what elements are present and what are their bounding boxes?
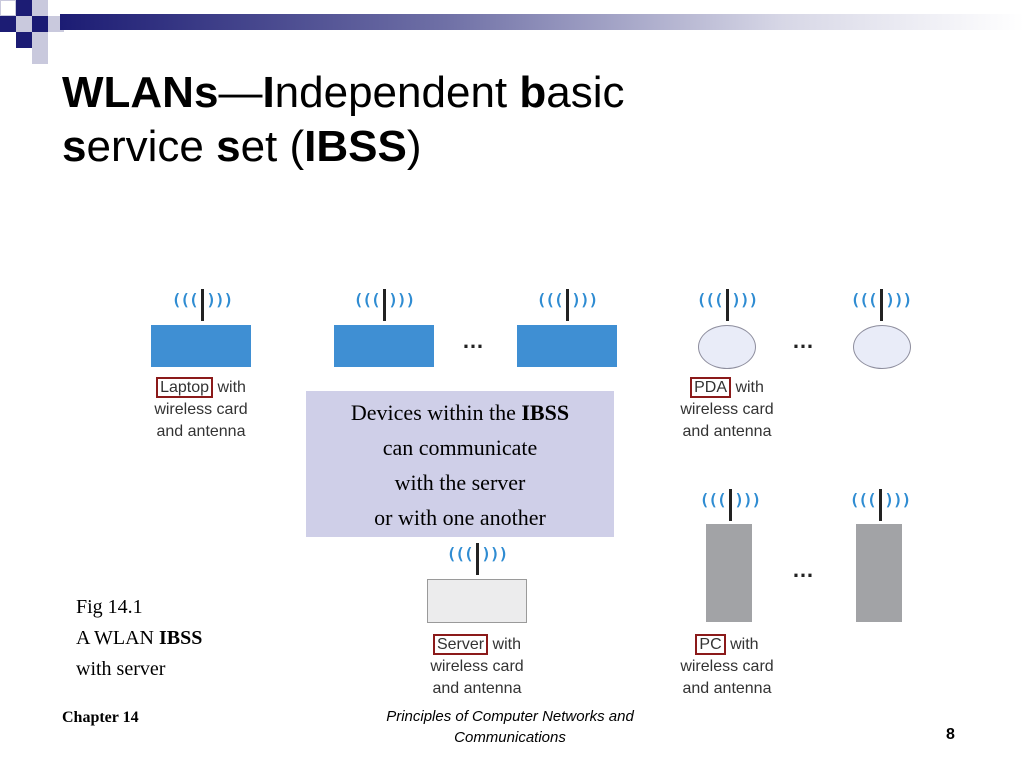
title-part: IBSS [304, 122, 407, 171]
server-device [427, 579, 527, 623]
wifi-antenna-icon: ((( ))) [527, 289, 607, 321]
callout-text: IBSS [521, 400, 570, 425]
title-part: s [62, 122, 87, 171]
title-part: ervice [86, 122, 217, 171]
pda-device [698, 325, 756, 369]
label-text: and antenna [682, 423, 772, 440]
label-highlight-box: PC [695, 634, 726, 655]
wifi-antenna-icon: ((( ))) [162, 289, 242, 321]
wifi-antenna-icon: ((( ))) [841, 289, 921, 321]
caption-text: with server [76, 658, 166, 680]
footer-book-line: Principles of Computer Networks and [386, 708, 634, 725]
title-part: ) [406, 122, 422, 171]
label-text: with [213, 379, 246, 396]
label-text: wireless card [680, 658, 774, 675]
label-highlight-box: Server [432, 634, 489, 655]
slide-title: WLANs—Independent basic service set (IBS… [62, 66, 962, 174]
pda-device [853, 325, 911, 369]
caption-text: A WLAN [76, 627, 159, 649]
title-part: I [262, 68, 275, 117]
wifi-antenna-icon: ((( ))) [344, 289, 424, 321]
ellipsis: … [792, 328, 815, 353]
caption-text: IBSS [158, 627, 203, 649]
corner-decoration [0, 0, 80, 64]
title-part: — [218, 68, 263, 117]
laptop-device [334, 325, 434, 367]
figure-caption: Fig 14.1 A WLAN IBSS with server [76, 592, 202, 685]
title-part: ndependent [274, 68, 520, 117]
callout-text: Devices within the [350, 400, 522, 425]
title-part: s [216, 122, 241, 171]
callout-text: can communicate [382, 435, 538, 460]
callout-text: with the server [394, 470, 526, 495]
label-text: wireless card [680, 401, 774, 418]
ibss-callout: Devices within the IBSS can communicate … [306, 391, 614, 537]
label-text: and antenna [156, 423, 246, 440]
label-text: with [725, 636, 759, 653]
server-label: Server with wireless card and antenna [412, 634, 542, 700]
label-highlight-box: Laptop [156, 377, 214, 398]
footer-chapter: Chapter 14 [62, 709, 139, 726]
pc-label: PC with wireless card and antenna [662, 634, 792, 700]
title-line-2: service set (IBSS) [62, 120, 962, 174]
title-part: asic [546, 68, 625, 117]
pc-device [856, 524, 902, 622]
wifi-antenna-icon: ((( ))) [690, 489, 770, 521]
wifi-antenna-icon: ((( ))) [437, 543, 517, 575]
ellipsis: … [462, 328, 485, 353]
wifi-antenna-icon: ((( ))) [840, 489, 920, 521]
caption-text: Fig 14.1 [76, 596, 143, 618]
title-part: WLANs [62, 68, 219, 117]
footer-book-title: Principles of Computer Networks and Comm… [360, 706, 660, 748]
label-text: with [731, 379, 764, 396]
wifi-antenna-icon: ((( ))) [687, 289, 767, 321]
label-text: wireless card [430, 658, 524, 675]
ellipsis: … [792, 557, 815, 582]
label-text: and antenna [432, 680, 522, 697]
label-text: wireless card [154, 401, 248, 418]
label-text: with [488, 636, 522, 653]
pc-device [706, 524, 752, 622]
callout-text: or with one another [374, 505, 546, 530]
laptop-label: Laptop with wireless card and antenna [136, 377, 266, 443]
label-highlight-box: PDA [690, 377, 731, 398]
top-gradient-bar [60, 14, 1024, 30]
laptop-device [151, 325, 251, 367]
title-part: et ( [240, 122, 305, 171]
pda-label: PDA with wireless card and antenna [662, 377, 792, 443]
title-part: b [519, 68, 547, 117]
title-line-1: WLANs—Independent basic [62, 66, 962, 120]
laptop-device [517, 325, 617, 367]
label-text: and antenna [682, 680, 772, 697]
page-number: 8 [946, 726, 955, 743]
footer-book-line: Communications [454, 729, 566, 746]
